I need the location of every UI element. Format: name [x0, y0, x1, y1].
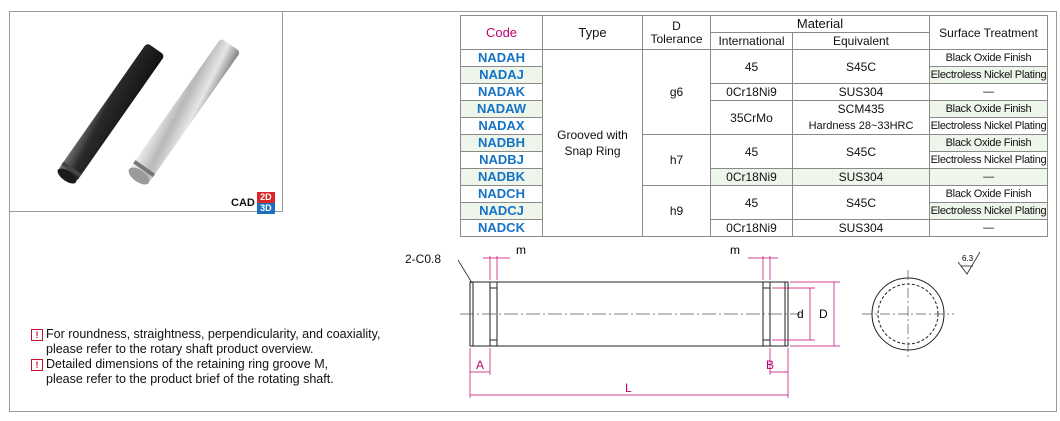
note-line: please refer to the product brief of the…	[46, 372, 334, 386]
mat-equiv: SUS304	[792, 219, 930, 237]
note-item: ! Detailed dimensions of the retaining r…	[31, 357, 380, 387]
shaft-photo	[57, 39, 240, 185]
code-cell[interactable]: NADCH	[460, 185, 543, 203]
surface-cell: Black Oxide Finish	[929, 100, 1048, 118]
header-surface: Surface Treatment	[929, 15, 1048, 50]
tol-h7: h7	[642, 134, 711, 186]
mat-equiv: S45C	[792, 134, 930, 169]
cad-label: CAD	[231, 197, 255, 209]
surface-cell: Electroless Nickel Plating	[929, 202, 1048, 220]
table-row: NADBK 0Cr18Ni9 SUS304 —	[460, 168, 1048, 186]
surface-cell: —	[929, 83, 1048, 101]
mat-equiv: S45C	[792, 185, 930, 220]
note-line: Detailed dimensions of the retaining rin…	[46, 357, 329, 371]
header-international: International	[710, 32, 793, 50]
table-row: NADBH h7 45 S45C Black Oxide Finish	[460, 134, 1048, 186]
code-cell[interactable]: NADAK	[460, 83, 543, 101]
surface-cell: —	[929, 219, 1048, 237]
surface-cell: Electroless Nickel Plating	[929, 117, 1048, 135]
table-row: NADCJ Electroless Nickel Plating	[460, 202, 1048, 220]
mat-equiv: SUS304	[792, 168, 930, 186]
code-cell[interactable]: NADBJ	[460, 151, 543, 169]
mat-intl: 35CrMo	[710, 100, 793, 135]
code-cell[interactable]: NADAX	[460, 117, 543, 135]
code-cell[interactable]: NADCK	[460, 219, 543, 237]
mat-intl: 45	[710, 49, 793, 84]
header-code: Code	[460, 15, 543, 50]
cad-3d-badge[interactable]: 3D	[256, 203, 275, 214]
code-cell[interactable]: NADBK	[460, 168, 543, 186]
notes: ! For roundness, straightness, perpendic…	[31, 327, 380, 387]
surface-cell: Electroless Nickel Plating	[929, 151, 1048, 169]
mat-equiv: SUS304	[792, 83, 930, 101]
header-type: Type	[542, 15, 643, 50]
tol-g6: g6	[642, 49, 711, 135]
surface-cell: —	[929, 168, 1048, 186]
code-cell[interactable]: NADBH	[460, 134, 543, 152]
surface-cell: Black Oxide Finish	[929, 49, 1048, 67]
table-row: NADAX Electroless Nickel Plating	[460, 117, 1048, 135]
cad-badge[interactable]: CAD 2D 3D	[231, 192, 275, 214]
mat-intl: 45	[710, 185, 793, 220]
note-line: For roundness, straightness, perpendicul…	[46, 327, 381, 341]
cad-2d-badge[interactable]: 2D	[256, 192, 275, 203]
note-item: ! For roundness, straightness, perpendic…	[31, 327, 380, 357]
warning-icon: !	[31, 359, 43, 371]
surface-cell: Black Oxide Finish	[929, 185, 1048, 203]
mat-equiv: S45C	[792, 49, 930, 84]
product-photo-box: CAD 2D 3D	[9, 11, 283, 214]
table-row: NADAJ Electroless Nickel Plating	[460, 66, 1048, 84]
table-row: NADCK 0Cr18Ni9 SUS304 —	[460, 219, 1048, 237]
tol-h9: h9	[642, 185, 711, 237]
mat-intl: 0Cr18Ni9	[710, 83, 793, 101]
note-line: please refer to the rotary shaft product…	[46, 342, 314, 356]
mat-intl: 45	[710, 134, 793, 169]
warning-icon: !	[31, 329, 43, 341]
code-cell[interactable]: NADAW	[460, 100, 543, 118]
surface-cell: Electroless Nickel Plating	[929, 66, 1048, 84]
mat-intl: 0Cr18Ni9	[710, 168, 793, 186]
code-cell[interactable]: NADAH	[460, 49, 543, 67]
code-cell[interactable]: NADCJ	[460, 202, 543, 220]
header-equivalent: Equivalent	[792, 32, 930, 50]
surface-cell: Black Oxide Finish	[929, 134, 1048, 152]
header-material: Material	[710, 15, 930, 33]
code-cell[interactable]: NADAJ	[460, 66, 543, 84]
table-row: NADCH h9 45 S45C Black Oxide Finish	[460, 185, 1048, 237]
mat-intl: 0Cr18Ni9	[710, 219, 793, 237]
